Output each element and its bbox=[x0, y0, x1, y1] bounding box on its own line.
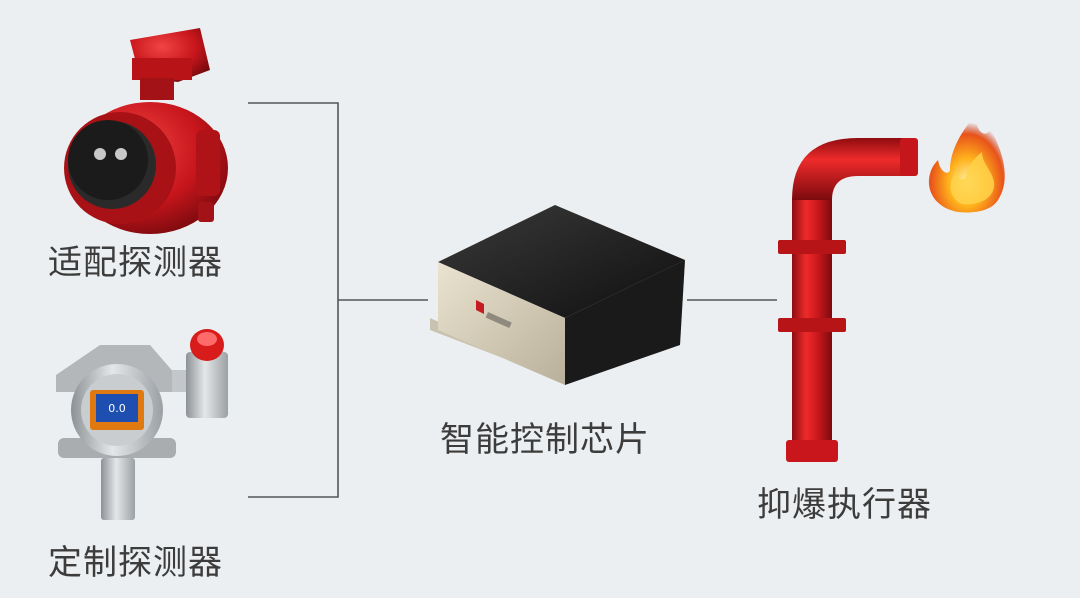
fire-icon bbox=[929, 112, 1005, 213]
suppressor-icon bbox=[778, 138, 918, 462]
flame-detector-icon bbox=[64, 28, 228, 234]
adapted-detector-label: 适配探测器 bbox=[48, 235, 223, 284]
custom-detector-label: 定制探测器 bbox=[48, 535, 223, 584]
control-chip-icon bbox=[430, 205, 685, 385]
suppressor-label: 抑爆执行器 bbox=[757, 477, 932, 526]
smart-chip-label: 智能控制芯片 bbox=[440, 412, 650, 461]
gas-reading: 0.0 bbox=[108, 402, 126, 415]
gas-detector-icon: 0.0 bbox=[56, 329, 228, 520]
